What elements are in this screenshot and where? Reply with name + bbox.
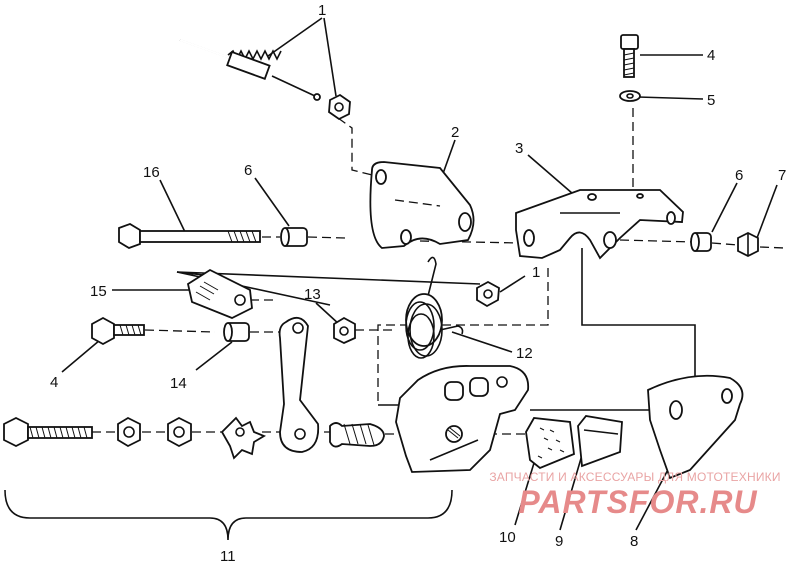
lock-washer [220, 416, 267, 460]
callout-1-middle: 1 [532, 264, 540, 281]
brake-pad-9 [577, 415, 623, 468]
callout-15: 15 [90, 283, 107, 300]
bushing-6-left [280, 227, 308, 247]
callout-13: 13 [304, 286, 321, 303]
bushing-14 [223, 322, 250, 342]
brake-pad-10 [525, 417, 575, 470]
callout-2: 2 [451, 124, 459, 141]
callout-11: 11 [220, 548, 236, 565]
hex-nut-bottom [167, 416, 192, 448]
callout-3: 3 [515, 140, 523, 157]
callout-8: 8 [630, 533, 638, 550]
long-bolt [3, 416, 93, 448]
callout-7: 7 [778, 167, 786, 184]
hex-nut-middle [476, 280, 500, 308]
bushing-6-right [690, 232, 712, 252]
helical-gear [329, 422, 385, 448]
caliper-body [395, 365, 530, 473]
callout-5: 5 [707, 92, 715, 109]
nut-7 [737, 231, 759, 258]
screw-4-left [91, 316, 145, 346]
hex-nut-top [328, 93, 351, 121]
callout-12: 12 [516, 345, 533, 362]
caliper-half-8 [647, 374, 744, 480]
lever-arm [278, 316, 320, 453]
callout-1-top: 1 [318, 2, 326, 19]
throttle-cable [179, 39, 321, 101]
callout-14: 14 [170, 375, 187, 392]
washer-5 [619, 90, 641, 102]
callout-9: 9 [555, 533, 563, 550]
callout-6-left: 6 [244, 162, 252, 179]
callout-10: 10 [499, 529, 516, 546]
bolt-16 [118, 223, 261, 249]
bracket-2 [369, 161, 475, 249]
callout-6-right: 6 [735, 167, 743, 184]
callout-4-top: 4 [707, 47, 715, 64]
cable-clamp-15 [186, 268, 253, 319]
nut-13 [333, 316, 356, 344]
callout-16: 16 [143, 164, 160, 181]
bracket-3 [515, 189, 684, 260]
nylon-nut [117, 416, 141, 448]
spring-12 [405, 256, 464, 359]
callout-4-left: 4 [50, 374, 58, 391]
callout-labels: 1 2 3 4 5 6 7 16 6 1 15 13 12 4 14 10 9 … [50, 2, 786, 565]
leader-lines [4, 17, 786, 541]
screw-4-top [620, 34, 639, 78]
watermark-logo: PARTSFOR.RU [518, 484, 758, 520]
watermark-tagline: ЗАПЧАСТИ И АКСЕССУАРЫ ДЛЯ МОТОТЕХНИКИ [489, 470, 781, 484]
